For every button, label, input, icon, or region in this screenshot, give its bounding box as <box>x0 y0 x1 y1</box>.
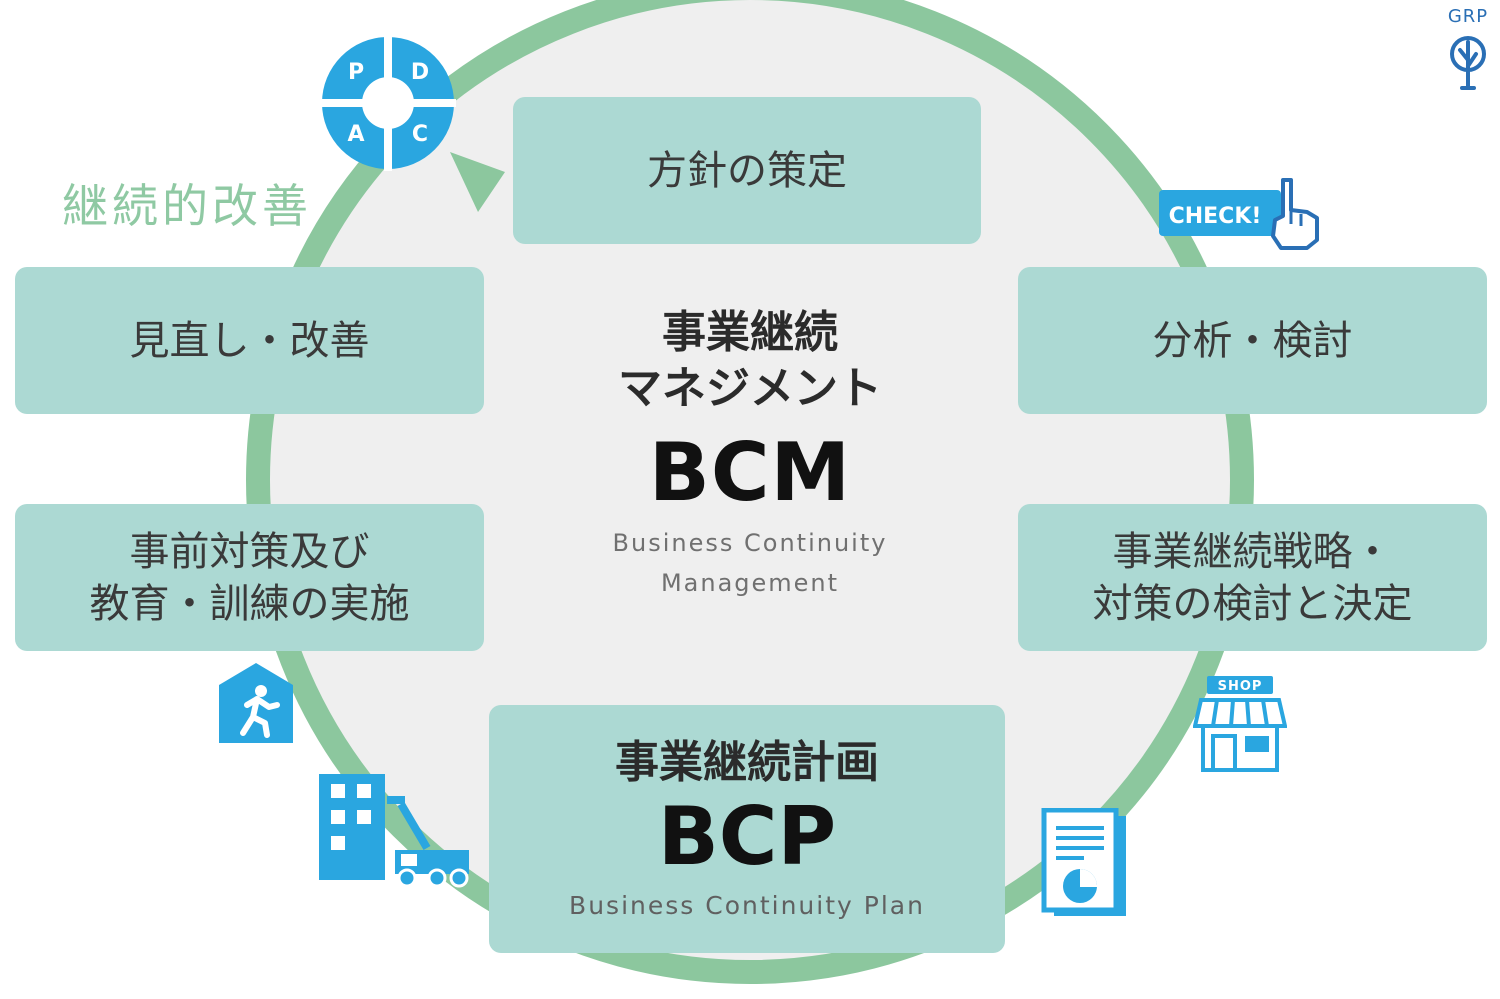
bcm-center: 事業継続 マネジメント BCM Business Continuity Mana… <box>545 305 955 615</box>
bcp-abbr: BCP <box>657 790 837 883</box>
bcm-title-line2: マネジメント <box>618 363 882 414</box>
continuous-improvement-label: 継続的改善 <box>62 179 312 233</box>
emergency-exit-icon <box>219 663 293 743</box>
step-measures-line2: 教育・訓練の実施 <box>89 580 410 627</box>
grp-logo-text: GRP <box>1447 6 1489 27</box>
tree-icon <box>1450 36 1486 90</box>
bcm-english-line1: Business Continuity <box>612 529 888 557</box>
bcm-english-line2: Management <box>660 569 840 597</box>
cycle-arrow-head <box>450 152 505 212</box>
pointing-hand-icon <box>1271 178 1319 250</box>
step-measures: 事前対策及び 教育・訓練の実施 <box>15 504 484 651</box>
pdca-letter-a: A <box>347 122 364 147</box>
grp-logo: GRP <box>1440 6 1496 90</box>
check-badge: CHECK! <box>1159 178 1319 250</box>
step-strategy-line1: 事業継続戦略・ <box>1112 528 1393 575</box>
step-strategy: 事業継続戦略・ 対策の検討と決定 <box>1018 504 1487 651</box>
document-chart-icon <box>1041 808 1126 916</box>
step-analysis-label: 分析・検討 <box>1152 317 1353 364</box>
cycle-ring <box>246 0 1254 984</box>
check-badge-label: CHECK! <box>1169 204 1262 229</box>
bcp-title: 事業継続計画 <box>615 737 879 788</box>
pdca-letter-p: P <box>348 60 364 85</box>
step-strategy-line2: 対策の検討と決定 <box>1092 580 1413 627</box>
bcm-abbr: BCM <box>648 426 852 519</box>
step-analysis: 分析・検討 <box>1018 267 1487 414</box>
pdca-cycle-icon: P D C A <box>320 35 456 171</box>
bcp-box: 事業継続計画 BCP Business Continuity Plan <box>489 705 1005 953</box>
shop-icon: SHOP <box>1193 676 1287 772</box>
bcp-english: Business Continuity Plan <box>569 891 925 920</box>
step-policy-label: 方針の策定 <box>647 147 847 194</box>
step-policy: 方針の策定 <box>513 97 981 244</box>
shop-icon-label: SHOP <box>1218 679 1263 694</box>
step-measures-line1: 事前対策及び <box>129 528 370 575</box>
bcm-title-line1: 事業継続 <box>662 307 838 358</box>
step-review-label: 見直し・改善 <box>129 317 370 364</box>
pdca-letter-c: C <box>412 122 428 147</box>
building-crane-icon <box>319 774 469 888</box>
step-review: 見直し・改善 <box>15 267 484 414</box>
pdca-letter-d: D <box>411 60 429 85</box>
